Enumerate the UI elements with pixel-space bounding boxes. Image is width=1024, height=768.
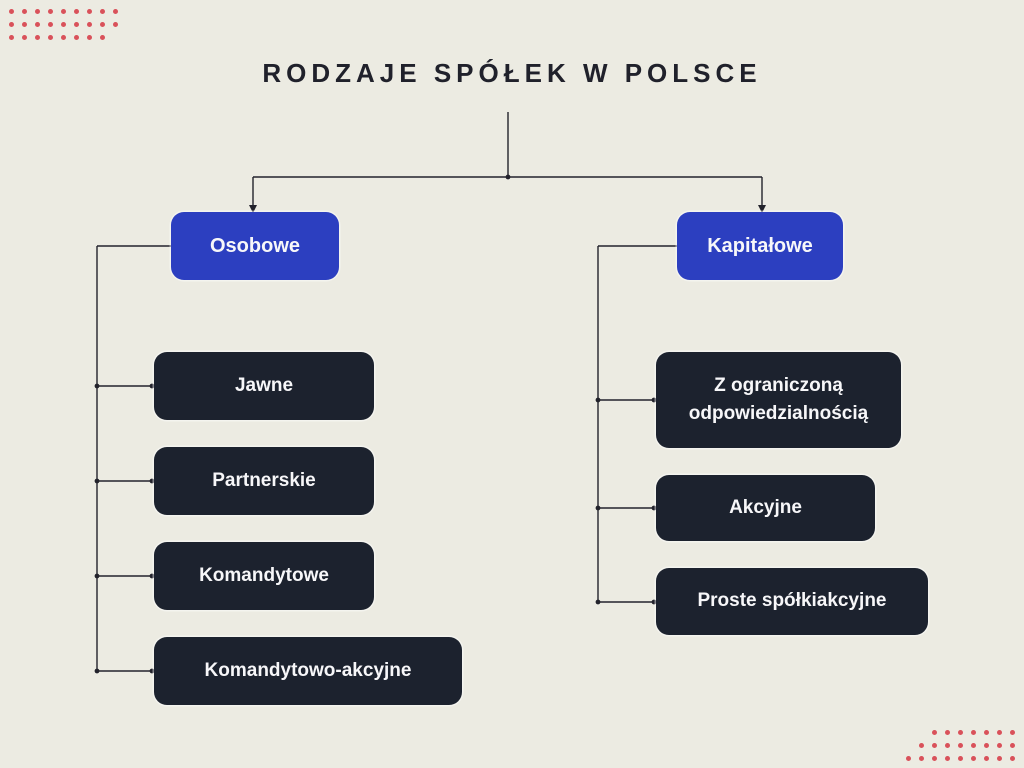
decor-dot <box>958 730 963 735</box>
decor-dot <box>22 9 27 14</box>
decor-dot <box>48 9 53 14</box>
decor-dot <box>35 22 40 27</box>
decor-dot <box>1010 730 1015 735</box>
decor-dot <box>932 743 937 748</box>
decor-dot <box>919 756 924 761</box>
decor-dot <box>100 35 105 40</box>
decor-dot <box>61 9 66 14</box>
decor-dot <box>958 743 963 748</box>
decor-dot <box>971 730 976 735</box>
decor-dot <box>945 743 950 748</box>
decor-dot <box>971 743 976 748</box>
decor-dot <box>971 756 976 761</box>
decor-dot <box>984 756 989 761</box>
decor-dot <box>61 35 66 40</box>
decor-dot <box>906 756 911 761</box>
decor-dot <box>932 756 937 761</box>
node-komandytowo-akcyjne: Komandytowo-akcyjne <box>154 637 462 705</box>
decor-dot <box>9 22 14 27</box>
decor-dot <box>87 9 92 14</box>
decor-dot <box>113 9 118 14</box>
decor-dot <box>984 730 989 735</box>
decor-dot <box>9 35 14 40</box>
node-partnerskie: Partnerskie <box>154 447 374 515</box>
decor-dot <box>984 743 989 748</box>
node-akcyjne: Akcyjne <box>656 475 875 541</box>
decor-dot <box>74 22 79 27</box>
decor-dot <box>997 743 1002 748</box>
decor-dot <box>919 743 924 748</box>
decor-dot <box>61 22 66 27</box>
node-z-ograniczona-odpowiedzialnoscia: Z ograniczoną odpowiedzialnością <box>656 352 901 448</box>
decor-dot <box>22 35 27 40</box>
decor-dot <box>48 35 53 40</box>
decor-dot <box>9 9 14 14</box>
decor-dot <box>958 756 963 761</box>
decor-dot <box>48 22 53 27</box>
decor-dot <box>87 22 92 27</box>
decor-dot <box>1010 743 1015 748</box>
decor-dot <box>87 35 92 40</box>
decor-dot <box>74 9 79 14</box>
decor-dot <box>74 35 79 40</box>
node-komandytowe: Komandytowe <box>154 542 374 610</box>
node-kapitalowe: Kapitałowe <box>677 212 843 280</box>
decor-dot <box>113 22 118 27</box>
decor-dot <box>945 730 950 735</box>
decor-dot <box>35 35 40 40</box>
decor-dot <box>100 9 105 14</box>
corner-dots-top-left <box>9 9 118 40</box>
corner-dots-bottom-right <box>906 730 1015 761</box>
diagram-title: RODZAJE SPÓŁEK W POLSCE <box>262 58 762 88</box>
decor-dot <box>35 9 40 14</box>
decor-dot <box>100 22 105 27</box>
decor-dot <box>22 22 27 27</box>
node-proste-spolki-akcyjne: Proste spółkiakcyjne <box>656 568 928 635</box>
node-osobowe: Osobowe <box>171 212 339 280</box>
decor-dot <box>932 730 937 735</box>
decor-dot <box>997 756 1002 761</box>
decor-dot <box>997 730 1002 735</box>
decor-dot <box>1010 756 1015 761</box>
node-jawne: Jawne <box>154 352 374 420</box>
decor-dot <box>945 756 950 761</box>
